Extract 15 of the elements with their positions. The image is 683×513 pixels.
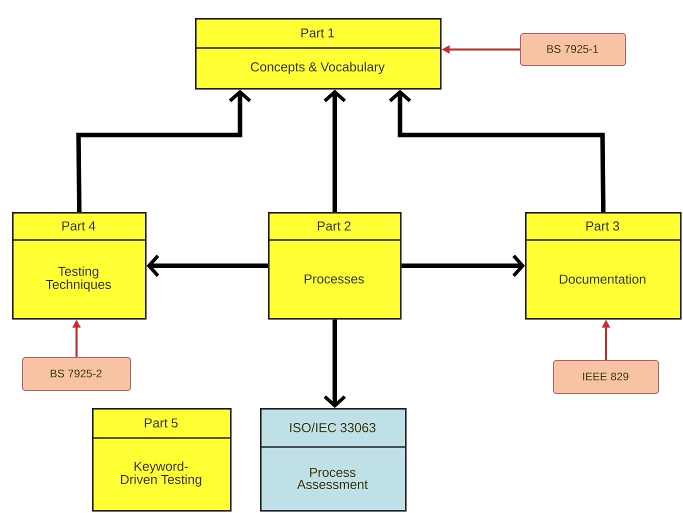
- arrow: [146, 254, 268, 277]
- part-box: Part 4 Testing Techniques: [12, 212, 147, 320]
- part-box: Part 1 Concepts & Vocabulary: [195, 18, 442, 90]
- standard-tag: IEEE 829: [553, 360, 659, 394]
- arrow: [324, 90, 346, 212]
- standard-tag: BS 7925-2: [22, 357, 131, 391]
- part-box: Part 5 Keyword- Driven Testing: [92, 408, 232, 512]
- arrow: [76, 90, 252, 212]
- part-box: Part 3 Documentation: [525, 212, 682, 320]
- part-box: ISO/IEC 33063 Process Assessment: [260, 408, 407, 512]
- standard-tag: BS 7925-1: [520, 33, 626, 66]
- part-box: Part 2 Processes: [268, 212, 402, 320]
- arrow: [324, 320, 346, 408]
- arrow: [402, 254, 525, 277]
- arrow: [388, 90, 606, 212]
